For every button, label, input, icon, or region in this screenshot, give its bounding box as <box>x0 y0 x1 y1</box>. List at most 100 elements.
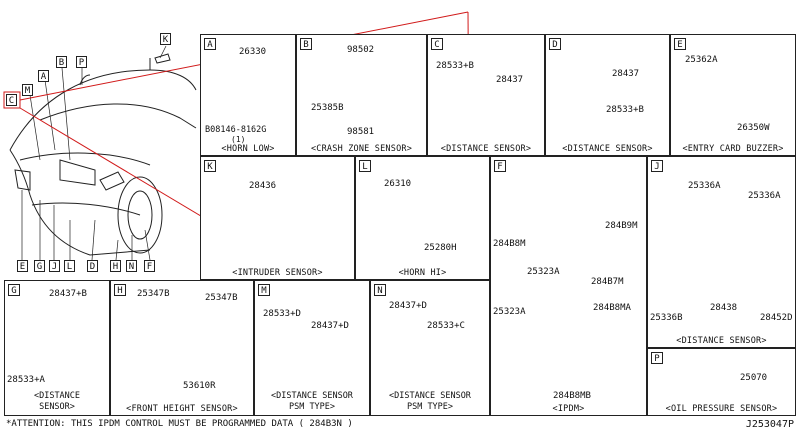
part-number: 28437+D <box>311 321 349 331</box>
part-number: 25362A <box>685 55 718 65</box>
panel-letter: B <box>300 38 312 50</box>
panel-letter: J <box>651 160 663 172</box>
panel-caption: <DISTANCE SENSOR> <box>440 144 532 154</box>
vehicle-tag-l: L <box>64 260 75 272</box>
panel-letter: E <box>674 38 686 50</box>
panel-caption-line2: PSM TYPE> <box>288 402 336 412</box>
part-number: 28437 <box>612 69 640 79</box>
vehicle-tag-p: P <box>76 56 87 68</box>
panel-m-distance-sensor-psm: M 28533+D 28437+D <DISTANCE SENSOR PSM T… <box>254 280 370 416</box>
part-number: B08146-8162G <box>205 125 267 135</box>
part-number: 25323A <box>493 307 526 317</box>
part-number: 25347B <box>137 289 170 299</box>
part-number: 284B8MA <box>593 303 631 313</box>
panel-letter: C <box>431 38 443 50</box>
part-number: 25323A <box>527 267 560 277</box>
vehicle-tag-a: A <box>38 70 49 82</box>
part-number: 28437+D <box>389 301 427 311</box>
panel-f-ipdm: F 284B9M 284B8M 25323A 284B7M 284B8MA 25… <box>490 156 647 416</box>
attention-note: *ATTENTION: THIS IPDM CONTROL MUST BE PR… <box>6 419 353 429</box>
part-number: 28452D <box>760 313 793 323</box>
part-number: 28533+A <box>7 375 45 385</box>
part-number: 28437+B <box>49 289 87 299</box>
part-number: 25336A <box>748 191 781 201</box>
panel-h-front-height-sensor: H 25347B 25347B 53610R <FRONT HEIGHT SEN… <box>110 280 254 416</box>
vehicle-tag-h: H <box>110 260 121 272</box>
vehicle-tag-d: D <box>87 260 98 272</box>
vehicle-tag-b: B <box>56 56 67 68</box>
part-number: 25280H <box>424 243 457 253</box>
part-number: 98581 <box>347 127 375 137</box>
panel-g-distance-sensor: G 28437+B 28533+A <DISTANCE SENSOR> <box>4 280 110 416</box>
part-number: 28533+B <box>436 61 474 71</box>
vehicle-tag-n: N <box>126 260 137 272</box>
panel-letter: L <box>359 160 371 172</box>
vehicle-tag-k: K <box>160 33 171 45</box>
part-number: 26310 <box>384 179 412 189</box>
part-number: 53610R <box>183 381 216 391</box>
vehicle-tag-f: F <box>144 260 155 272</box>
vehicle-tag-g: G <box>34 260 45 272</box>
panel-caption: <FRONT HEIGHT SENSOR> <box>126 404 238 414</box>
vehicle-illustration <box>9 53 197 256</box>
part-number: 284B9M <box>605 221 638 231</box>
panel-k-intruder-sensor: K 28436 <INTRUDER SENSOR> <box>200 156 355 280</box>
panel-a-horn-low: A 26330 B08146-8162G (1) <HORN LOW> <box>200 34 296 156</box>
panel-p-oil-pressure-sensor: P 25070 <OIL PRESSURE SENSOR> <box>647 348 796 416</box>
panel-caption: <INTRUDER SENSOR> <box>232 268 323 278</box>
part-number: 28533+D <box>263 309 301 319</box>
part-number: 98502 <box>347 45 375 55</box>
panel-caption: <ENTRY CARD BUZZER> <box>682 144 784 154</box>
leader-lines <box>21 45 167 261</box>
panel-letter: P <box>651 352 663 364</box>
part-number: 25070 <box>740 373 768 383</box>
panel-n-distance-sensor-psm: N 28437+D 28533+C <DISTANCE SENSOR PSM T… <box>370 280 490 416</box>
panel-d-distance-sensor: D 28437 28533+B <DISTANCE SENSOR> <box>545 34 670 156</box>
panel-caption: <DISTANCE SENSOR> <box>562 144 653 154</box>
part-number: 28436 <box>249 181 277 191</box>
part-number: 25385B <box>311 103 344 113</box>
vehicle-tag-m: M <box>22 84 33 96</box>
part-number: 28438 <box>710 303 738 313</box>
panel-letter: K <box>204 160 216 172</box>
panel-caption: <HORN HI> <box>398 268 447 278</box>
part-number: 28437 <box>496 75 524 85</box>
panel-c-distance-sensor: C 28533+B 28437 <DISTANCE SENSOR> <box>427 34 545 156</box>
panel-caption: <DISTANCE SENSOR <box>389 391 471 401</box>
part-number: 28533+C <box>427 321 465 331</box>
panel-caption: <OIL PRESSURE SENSOR> <box>665 404 778 414</box>
part-number: 25347B <box>205 293 238 303</box>
panel-letter: M <box>258 284 270 296</box>
panel-b-crash-zone-sensor: B 98502 25385B 98581 <CRASH ZONE SENSOR> <box>296 34 427 156</box>
part-number: 25336B <box>650 313 683 323</box>
part-number: 26350W <box>737 123 770 133</box>
panel-letter: F <box>494 160 506 172</box>
panel-caption-line2: SENSOR> <box>39 402 75 412</box>
panel-letter: A <box>204 38 216 50</box>
vehicle-tag-c: C <box>6 94 17 106</box>
panel-caption-line2: PSM TYPE> <box>406 402 454 412</box>
panel-letter: G <box>8 284 20 296</box>
panel-caption: <CRASH ZONE SENSOR> <box>310 144 413 154</box>
diagram-code: J253047P <box>745 419 794 430</box>
panel-caption: <IPDM> <box>552 404 585 414</box>
vehicle-tag-j: J <box>49 260 60 272</box>
panel-e-entry-card-buzzer: E 25362A 26350W <ENTRY CARD BUZZER> <box>670 34 796 156</box>
panel-letter: D <box>549 38 561 50</box>
panel-l-horn-hi: L 26310 25280H <HORN HI> <box>355 156 490 280</box>
part-number: 284B8M <box>493 239 526 249</box>
part-number: 284B7M <box>591 277 624 287</box>
panel-caption: <DISTANCE <box>33 391 81 401</box>
panel-caption: <DISTANCE SENSOR <box>271 391 353 401</box>
panel-caption: <HORN LOW> <box>221 144 275 154</box>
panel-caption: <DISTANCE SENSOR> <box>676 336 767 346</box>
part-number: 25336A <box>688 181 721 191</box>
panel-j-distance-sensor: J 25336A 25336A 25336B 28438 28452D <DIS… <box>647 156 796 348</box>
part-number: (1) <box>231 135 246 144</box>
part-number: 28533+B <box>606 105 644 115</box>
panel-letter: N <box>374 284 386 296</box>
panel-letter: H <box>114 284 126 296</box>
vehicle-tag-e: E <box>17 260 28 272</box>
part-number: 284B8MB <box>553 391 591 401</box>
part-number: 26330 <box>239 47 267 57</box>
